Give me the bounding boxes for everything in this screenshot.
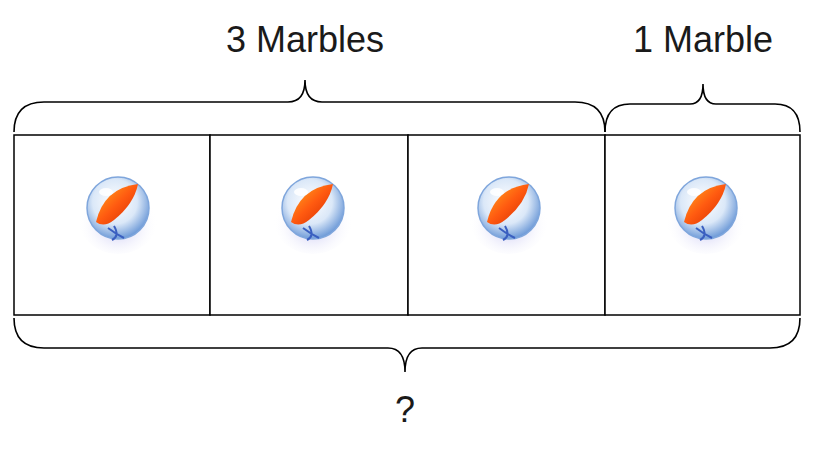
tape-boxes [14, 135, 800, 315]
marble-icon [273, 177, 353, 254]
brace-label: 1 Marble [633, 22, 773, 58]
marble-icon [666, 177, 746, 254]
brace-label: 3 Marbles [226, 22, 384, 58]
tape-box [210, 135, 408, 315]
tape-box [14, 135, 210, 315]
bottom-brace [14, 318, 800, 372]
tape-box [408, 135, 605, 315]
braces [14, 80, 800, 372]
marble-icon [469, 177, 549, 254]
marble-icon [78, 177, 158, 254]
top-brace [14, 80, 605, 132]
top-brace [605, 84, 800, 132]
brace-label: ? [395, 392, 415, 428]
tape-box [605, 135, 800, 315]
